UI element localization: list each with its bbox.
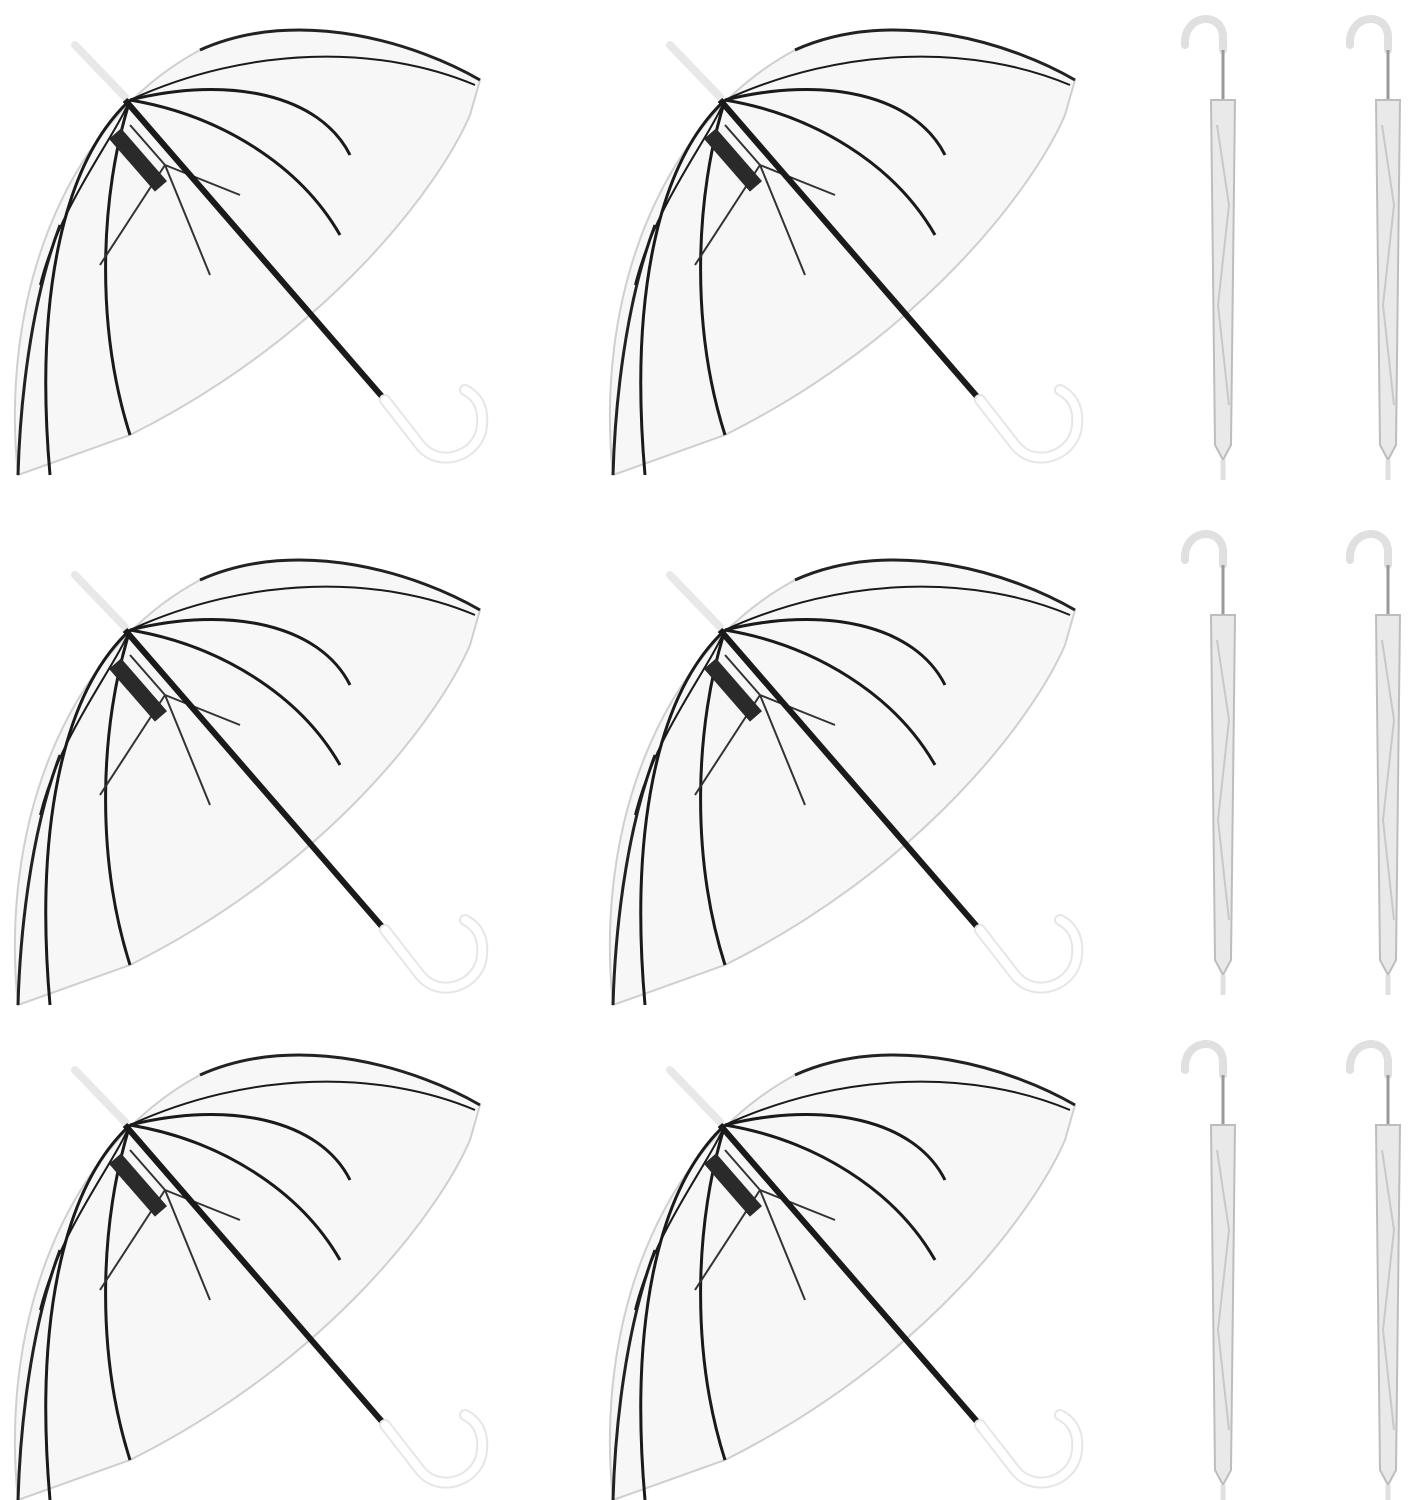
closed-umbrella [1350, 1044, 1400, 1500]
open-umbrella [15, 30, 482, 475]
closed-umbrella [1350, 534, 1400, 995]
open-umbrella [610, 1055, 1077, 1500]
open-umbrella [610, 560, 1077, 1005]
closed-umbrella [1185, 1044, 1235, 1500]
open-umbrella [15, 560, 482, 1005]
closed-umbrella [1350, 19, 1400, 480]
closed-umbrella [1185, 19, 1235, 480]
open-umbrella [610, 30, 1077, 475]
open-umbrella [15, 1055, 482, 1500]
closed-umbrella [1185, 534, 1235, 995]
